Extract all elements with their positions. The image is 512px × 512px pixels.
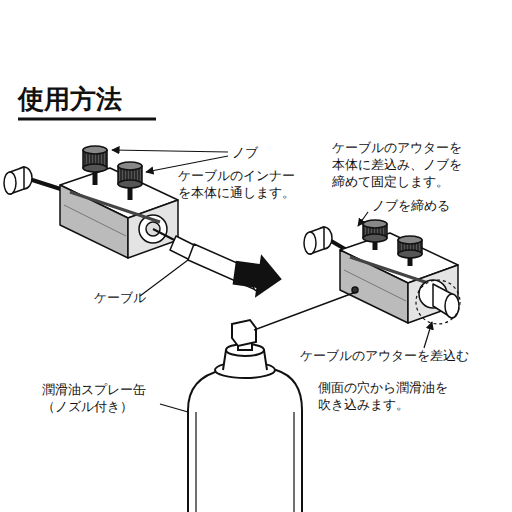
lubricator-left	[4, 146, 267, 292]
step-arrow	[231, 251, 285, 301]
title-underline	[18, 118, 156, 121]
step-note: ケーブルのインナー を本体に通します。	[178, 168, 306, 202]
step-note: ケーブルのアウターを 本体に差込み、ノブを 締めて固定します。	[332, 140, 474, 191]
part-label: ノブ	[232, 145, 258, 162]
title: 使用方法	[18, 84, 122, 115]
part-label: ケーブル	[94, 290, 146, 307]
leader-lines	[112, 150, 432, 412]
action-label: ケーブルのアウターを差込む	[300, 348, 469, 365]
action-label: ノブを締める	[372, 198, 450, 215]
step-note: 側面の穴から潤滑油を 吹き込みます。	[318, 380, 460, 414]
lubricator-right	[304, 220, 460, 324]
part-label: 潤滑油スプレー缶 （ノズル付き）	[42, 382, 160, 416]
